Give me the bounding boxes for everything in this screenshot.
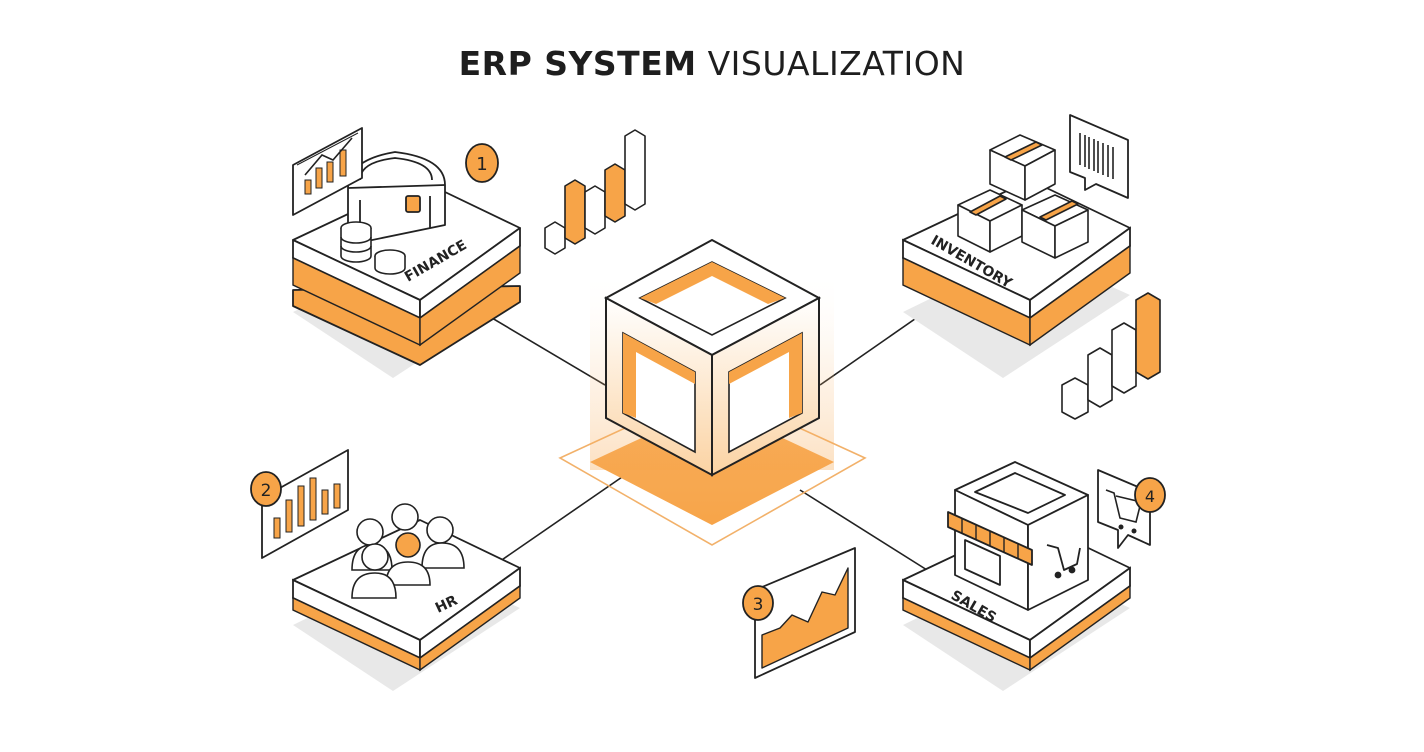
- badge-2: 2: [250, 471, 282, 507]
- central-cube: [558, 238, 867, 546]
- connector-hr: [479, 474, 626, 576]
- badge-2-number: 2: [261, 481, 272, 501]
- badge-1: 1: [465, 143, 499, 183]
- badge-3: 3: [742, 585, 774, 621]
- badge-3-number: 3: [753, 595, 764, 615]
- people-group-icon: [351, 503, 465, 599]
- connector-sales: [799, 489, 936, 576]
- title-light: VISUALIZATION: [707, 44, 966, 83]
- hr-bar-chart: [261, 449, 349, 559]
- box-stack-icon: [957, 134, 1089, 259]
- inventory-bar-chart: [1061, 292, 1161, 420]
- finance-bar-chart: [544, 129, 646, 255]
- badge-4: 4: [1134, 477, 1166, 513]
- finance-platform[interactable]: FINANCE: [292, 179, 521, 366]
- storefront-icon: [947, 461, 1089, 611]
- badge-4-number: 4: [1145, 487, 1155, 506]
- hr-platform[interactable]: HR: [292, 519, 521, 672]
- coin-stack-icon: [340, 221, 406, 275]
- title-bold: ERP SYSTEM: [458, 44, 697, 83]
- badge-1-number: 1: [476, 154, 487, 175]
- trend-chart-card: [754, 547, 856, 679]
- line-chart-icon: [292, 127, 363, 216]
- barcode-icon: [1069, 114, 1129, 199]
- page-title: ERP SYSTEM VISUALIZATION: [0, 44, 1424, 83]
